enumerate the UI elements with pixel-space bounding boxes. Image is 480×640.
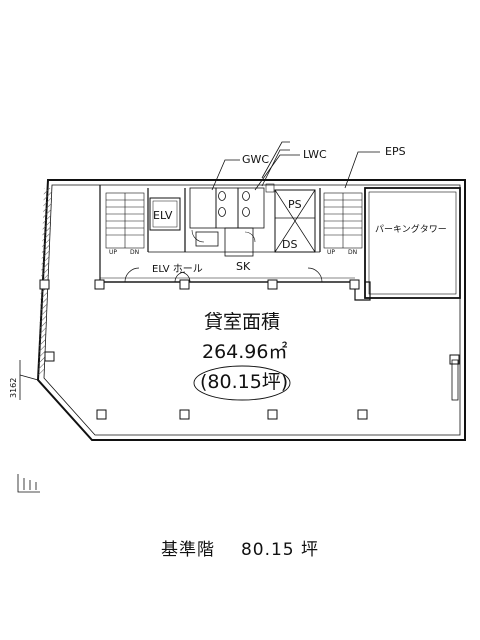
elevator-label: ELV bbox=[153, 209, 173, 222]
doors bbox=[124, 267, 323, 283]
leader-lines bbox=[211, 141, 380, 191]
columns bbox=[39, 279, 460, 420]
stair-right-down-label: DN bbox=[348, 249, 357, 256]
left-stair bbox=[105, 192, 145, 249]
ds-label: DS bbox=[282, 238, 297, 251]
right-window bbox=[451, 359, 459, 401]
floor-size: 80.15 坪 bbox=[240, 540, 320, 560]
stair-right-up-label: UP bbox=[327, 249, 335, 256]
area-sqm: 264.96㎡ bbox=[202, 340, 287, 363]
gwc-label: GWC bbox=[242, 153, 269, 166]
stair-left-down-label: DN bbox=[130, 249, 139, 256]
building-outline bbox=[19, 179, 466, 441]
dimension-label: 3162 bbox=[9, 378, 18, 398]
ps-ds-shaft bbox=[265, 183, 316, 253]
eps-label: EPS bbox=[385, 145, 406, 158]
area-title: 貸室面積 bbox=[204, 311, 280, 333]
right-stair bbox=[323, 192, 363, 249]
sk-label: SK bbox=[236, 260, 251, 273]
parking-tower bbox=[364, 187, 461, 299]
elevator-hall-label: ELV ホール bbox=[152, 263, 203, 275]
lwc-label: LWC bbox=[303, 148, 327, 161]
tsubo-circle bbox=[193, 365, 291, 401]
floor-name: 基準階 bbox=[160, 540, 215, 560]
north-mark bbox=[17, 474, 40, 493]
elevator-shaft bbox=[149, 197, 181, 231]
ps-label: PS bbox=[288, 198, 302, 211]
parking-tower-label: パーキングタワー bbox=[375, 223, 447, 235]
stair-left-up-label: UP bbox=[109, 249, 117, 256]
floor-caption: 基準階 80.15 坪 bbox=[0, 535, 480, 560]
area-tsubo: (80.15坪) bbox=[200, 371, 288, 393]
toilets bbox=[189, 187, 265, 257]
core-zone bbox=[99, 185, 371, 301]
